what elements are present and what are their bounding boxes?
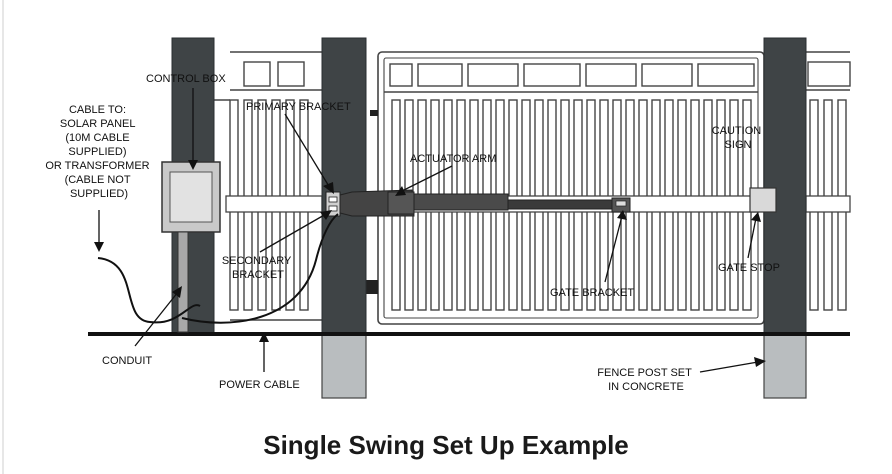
latch-post [763,37,807,335]
hinge-post-footing [321,333,367,399]
label-secondary-bracket: SECONDARY BRACKET [222,255,294,281]
diagram-title: Single Swing Set Up Example [263,430,629,460]
label-primary-bracket: PRIMARY BRACKET [246,101,351,113]
cable-to-line-7: SUPPLIED) [70,188,128,200]
label-power-cable: POWER CABLE [219,379,300,391]
secondary-bracket-line-2: BRACKET [232,269,284,281]
labels: CONTROL BOX CABLE TO: SOLAR PANEL (10M C… [45,73,780,460]
fence-post-line-2: IN CONCRETE [608,381,684,393]
label-actuator-arm: ACTUATOR ARM [410,153,496,165]
cable-to-line-1: CABLE TO: [69,104,126,116]
actuator [325,189,631,217]
caution-sign-line-2: SIGN [725,139,752,151]
conduit-pipe [177,231,189,333]
cable-to-line-5: OR TRANSFORMER [45,160,149,172]
cable-to-line-3: (10M CABLE [65,132,129,144]
right-fence-section [805,51,851,311]
label-caution-sign: CAUTION SIGN [712,125,765,151]
label-gate-stop: GATE STOP [718,262,780,274]
label-fence-post: FENCE POST SET IN CONCRETE [597,367,694,393]
actuator-tube [407,193,509,211]
label-conduit: CONDUIT [102,355,152,367]
left-fence-section [214,51,323,321]
cable-to-line-6: (CABLE NOT [65,174,131,186]
fence-post-line-1: FENCE POST SET [597,367,692,379]
callout-arrows [94,88,766,373]
gate [366,51,765,325]
control-box [161,161,221,333]
secondary-bracket-line-1: SECONDARY [222,255,292,267]
label-cable-to: CABLE TO: SOLAR PANEL (10M CABLE SUPPLIE… [45,104,152,200]
supply-cable [97,257,201,324]
label-control-box: CONTROL BOX [146,73,226,85]
power-cable-line [181,213,339,324]
latch-post-footing [763,333,807,399]
lower-hinge [366,280,378,294]
actuator-rod [499,199,619,210]
cable-to-line-4: SUPPLIED) [68,146,126,158]
gate-stop-block [749,187,777,213]
label-gate-bracket: GATE BRACKET [550,287,634,299]
upper-hinge [370,110,378,116]
cable-to-line-2: SOLAR PANEL [60,118,135,130]
caution-sign-line-1: CAUTION [712,125,762,137]
